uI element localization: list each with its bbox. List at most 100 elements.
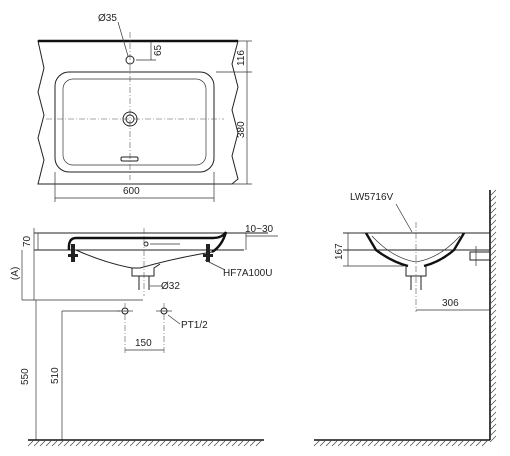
supply-label-leader [167, 314, 181, 325]
hatch-line [489, 255, 497, 263]
hatch-line [93, 439, 101, 447]
side-floor-hatch [313, 439, 489, 447]
supply-model-label: PT1/2 [181, 320, 208, 331]
hatch-line [489, 387, 497, 395]
hatch-line [129, 439, 137, 447]
hatch-line [489, 399, 497, 407]
hatch-line [39, 439, 47, 447]
hatch-line [189, 439, 197, 447]
right-bolt-nut [203, 254, 213, 257]
hatch-line [463, 439, 471, 447]
side-model-label: LW5716V [350, 192, 394, 203]
hatch-line [427, 439, 435, 447]
hatch-line [489, 417, 497, 425]
hatch-line [225, 439, 233, 447]
hatch-line [457, 439, 465, 447]
hatch-line [475, 439, 483, 447]
basin-bowl-inner [62, 78, 207, 166]
hatch-line [111, 439, 119, 447]
hatch-line [75, 439, 83, 447]
basin-rim-profile [67, 231, 228, 254]
waste-model-label: HF7A100U [223, 268, 272, 279]
hatch-line [45, 439, 53, 447]
hatch-line [489, 285, 497, 293]
hatch-line [325, 439, 333, 447]
basin-rim-outer [54, 71, 215, 173]
hatch-line [489, 423, 497, 431]
hatch-line [451, 439, 459, 447]
hatch-line [63, 439, 71, 447]
hatch-line [237, 439, 245, 447]
wall-hatch [489, 189, 497, 443]
hole-dia-leader [117, 21, 129, 57]
hatch-line [397, 439, 405, 447]
hatch-line [489, 195, 497, 203]
hatch-line [489, 189, 497, 197]
hatch-line [489, 315, 497, 323]
front-floor-hatch [27, 439, 263, 447]
dim-306-label: 306 [442, 298, 459, 309]
hatch-line [489, 201, 497, 209]
hatch-line [51, 439, 59, 447]
hatch-line [33, 439, 41, 447]
hatch-line [249, 439, 257, 447]
hatch-line [147, 439, 155, 447]
hatch-line [489, 279, 497, 287]
hatch-line [403, 439, 411, 447]
hatch-line [207, 439, 215, 447]
hatch-line [213, 439, 221, 447]
hatch-line [489, 243, 497, 251]
hatch-line [433, 439, 441, 447]
hatch-line [331, 439, 339, 447]
hatch-line [489, 237, 497, 245]
tap-hole [125, 55, 135, 65]
hatch-line [69, 439, 77, 447]
hatch-line [489, 381, 497, 389]
hatch-line [141, 439, 149, 447]
hatch-line [343, 439, 351, 447]
left-bolt [71, 244, 75, 262]
hatch-line [489, 435, 497, 443]
hatch-line [201, 439, 209, 447]
hatch-line [231, 439, 239, 447]
hatch-line [195, 439, 203, 447]
dim-380-label: 380 [236, 121, 247, 138]
drain-inner [125, 114, 135, 124]
dim-116-label: 116 [236, 50, 247, 66]
side-bowl-inner [371, 235, 461, 263]
hole-dia-label: Ø35 [98, 13, 117, 24]
hatch-line [489, 321, 497, 329]
side-view: LW5716V 167 306 [313, 189, 497, 447]
hatch-line [489, 219, 497, 227]
hatch-line [489, 309, 497, 317]
hatch-line [489, 369, 497, 377]
side-drain-body [405, 266, 427, 277]
hatch-line [489, 327, 497, 335]
hatch-line [481, 439, 489, 447]
hatch-line [87, 439, 95, 447]
basin-drain-body [131, 263, 161, 277]
hatch-line [489, 225, 497, 233]
hatch-line [489, 291, 497, 299]
dim-510-label: 510 [50, 367, 61, 384]
hatch-line [379, 439, 387, 447]
dim-167-label: 167 [334, 243, 345, 260]
waste-label-leader [204, 259, 226, 271]
hatch-line [489, 405, 497, 413]
hatch-line [489, 273, 497, 281]
hatch-line [489, 303, 497, 311]
right-bolt [206, 244, 210, 262]
hatch-line [489, 333, 497, 341]
hatch-line [489, 261, 497, 269]
overflow-dot [143, 241, 149, 247]
hatch-line [337, 439, 345, 447]
dim-a-label: (A) [10, 267, 21, 280]
overflow-slot [120, 156, 139, 162]
hatch-line [489, 207, 497, 215]
hatch-line [361, 439, 369, 447]
hatch-line [489, 345, 497, 353]
side-bowl-left [364, 232, 409, 268]
dim-10-30-label: 10~30 [245, 224, 274, 235]
hatch-line [183, 439, 191, 447]
